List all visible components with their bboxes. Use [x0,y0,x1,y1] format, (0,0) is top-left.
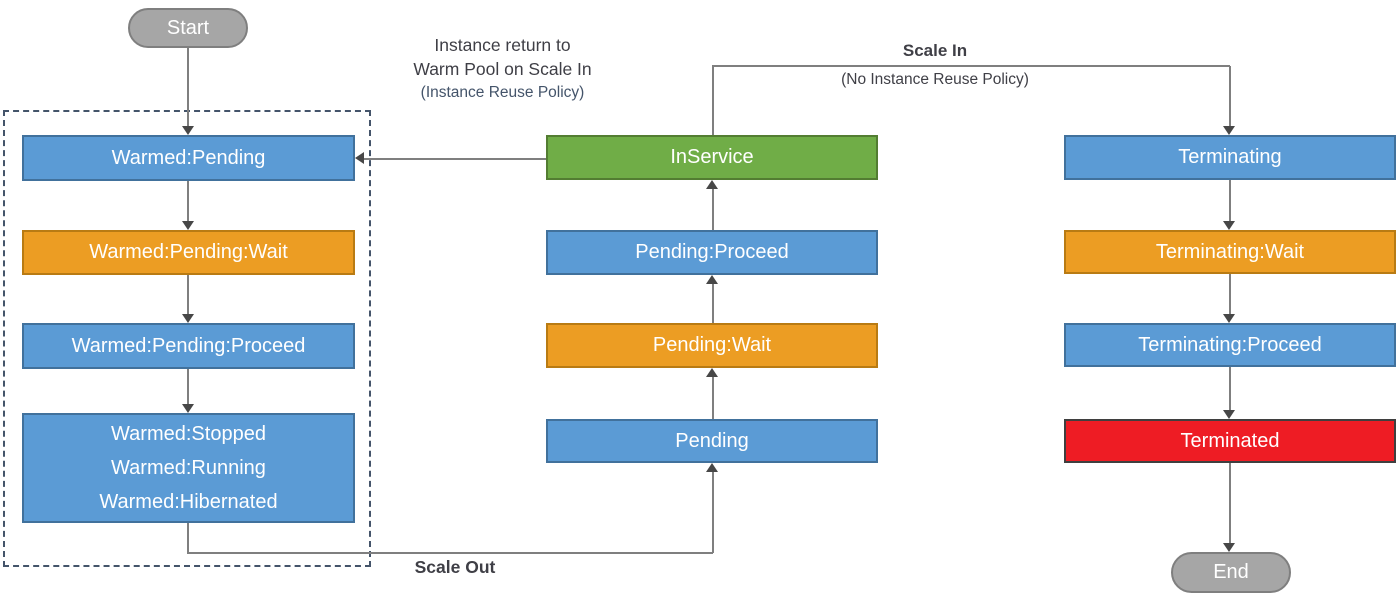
node-pending-wait: Pending:Wait [546,323,878,368]
warmed-stopped-line: Warmed:Stopped [111,423,266,445]
connector-warmed-proceed-states [187,369,189,405]
connector-inservice-warmpool [364,158,546,160]
node-start: Start [128,8,248,48]
node-warmed-states: Warmed:Stopped Warmed:Running Warmed:Hib… [22,413,355,523]
connector-proceed-inservice-up [712,189,714,230]
connector-warmed-pending-wait [187,181,189,222]
connector-scale-out-up [712,472,714,553]
warm-pool-return-label: Instance return to Warm Pool on Scale In… [380,33,625,104]
connector-terminating-proceed-terminated [1229,367,1231,410]
arrowhead-down-icon [1223,126,1235,135]
node-terminating-proceed: Terminating:Proceed [1064,323,1396,367]
connector-start-warmed-pending [187,48,189,127]
node-pending: Pending [546,419,878,463]
arrowhead-up-icon [706,463,718,472]
connector-terminated-end [1229,463,1231,543]
arrowhead-down-icon [1223,410,1235,419]
warmed-hibernated-line: Warmed:Hibernated [99,491,278,513]
warm-pool-return-line2: Warm Pool on Scale In [413,59,592,79]
connector-terminating-wait-proceed [1229,274,1231,314]
arrowhead-down-icon [182,404,194,413]
node-terminating-wait: Terminating:Wait [1064,230,1396,274]
arrowhead-up-icon [706,368,718,377]
node-terminated: Terminated [1064,419,1396,463]
connector-scale-in-down [1229,66,1231,126]
connector-scale-out-down [187,523,189,553]
connector-pending-wait-up [712,377,714,419]
connector-wait-proceed-up [712,284,714,323]
arrowhead-down-icon [182,314,194,323]
warmed-running-line: Warmed:Running [111,457,266,479]
connector-terminating-wait [1229,180,1231,221]
arrowhead-down-icon [182,221,194,230]
arrowhead-down-icon [182,126,194,135]
node-warmed-pending-wait: Warmed:Pending:Wait [22,230,355,275]
arrowhead-down-icon [1223,543,1235,552]
node-in-service: InService [546,135,878,180]
node-warmed-pending-proceed: Warmed:Pending:Proceed [22,323,355,369]
node-end: End [1171,552,1291,593]
connector-warmed-wait-proceed [187,275,189,315]
scale-in-label: Scale In [902,41,968,60]
scale-in-sublabel: (No Instance Reuse Policy) [841,71,1029,88]
warm-pool-return-line1: Instance return to [434,35,571,55]
arrowhead-up-icon [706,180,718,189]
node-warmed-pending: Warmed:Pending [22,135,355,181]
scale-out-label: Scale Out [414,557,496,577]
node-terminating: Terminating [1064,135,1396,180]
arrowhead-down-icon [1223,314,1235,323]
connector-scale-out-across [187,552,713,554]
node-pending-proceed: Pending:Proceed [546,230,878,275]
connector-scale-in-up [712,66,714,135]
warm-pool-return-line3: (Instance Reuse Policy) [420,84,585,101]
connector-scale-in-across [712,65,1230,67]
arrowhead-left-icon [355,152,364,164]
arrowhead-down-icon [1223,221,1235,230]
arrowhead-up-icon [706,275,718,284]
